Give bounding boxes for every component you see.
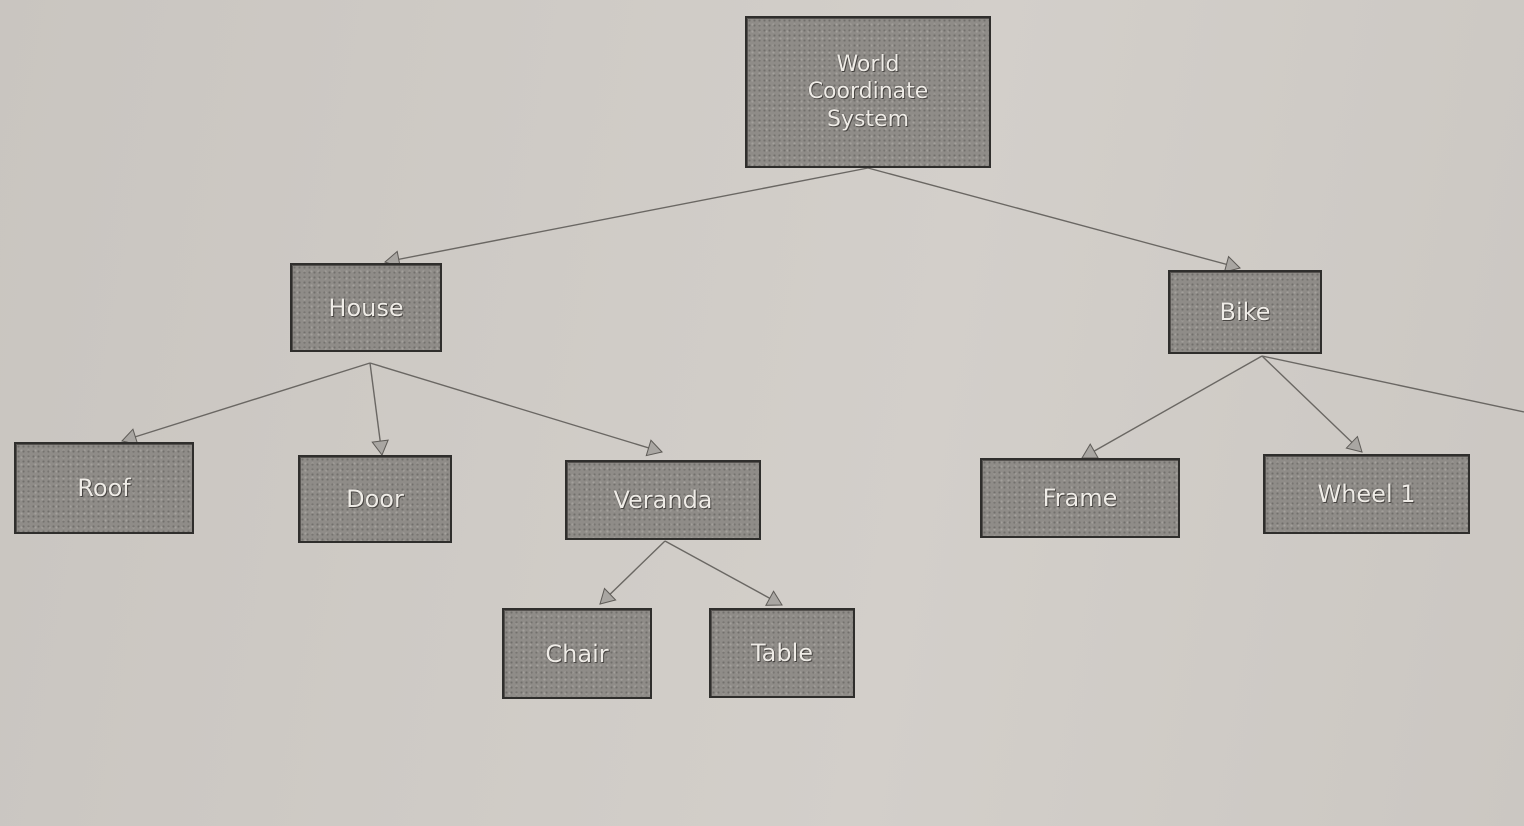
node-veranda: Veranda [565, 460, 761, 540]
edge-house-to-roof [121, 362, 371, 442]
arrowhead-door [371, 439, 389, 456]
node-label: Wheel 1 [1317, 480, 1416, 508]
node-chair: Chair [502, 608, 652, 699]
node-label: Door [346, 485, 404, 513]
arrowhead-veranda [645, 439, 663, 457]
node-house: House [290, 263, 442, 352]
edge-veranda-to-chair [599, 540, 666, 605]
node-label: Table [750, 639, 814, 667]
node-roof: Roof [14, 442, 194, 534]
edge-world-to-house [384, 167, 869, 263]
node-label: Frame [1042, 484, 1118, 512]
node-wheel-1: Wheel 1 [1263, 454, 1470, 534]
arrowhead-table [765, 590, 783, 606]
node-label: Roof [77, 474, 131, 502]
edge-house-to-door [369, 362, 383, 456]
edge-house-to-veranda [369, 362, 663, 453]
edge-veranda-to-table [664, 540, 783, 606]
node-frame: Frame [980, 458, 1180, 538]
node-label: Chair [545, 639, 609, 668]
arrowhead-frame [1081, 443, 1099, 459]
node-label: World Coordinate System [807, 51, 929, 132]
arrowhead-wheel1 [1345, 435, 1363, 453]
edge-world-to-bike [867, 167, 1241, 269]
edge-bike-to-offpage [1261, 355, 1524, 413]
edge-bike-to-wheel1 [1261, 355, 1363, 453]
node-world-coordinate-system: World Coordinate System [745, 16, 991, 168]
node-label: House [328, 293, 404, 322]
edge-bike-to-frame [1081, 355, 1263, 459]
node-table: Table [709, 608, 855, 698]
node-label: Bike [1219, 298, 1271, 326]
node-label: Veranda [613, 486, 713, 514]
node-door: Door [298, 455, 452, 543]
arrowhead-chair [599, 587, 617, 605]
node-bike: Bike [1168, 270, 1322, 354]
